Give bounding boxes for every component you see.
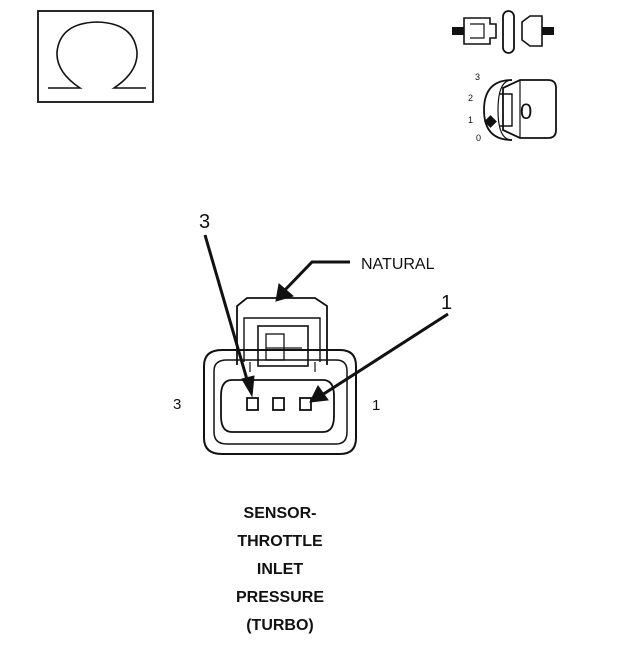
connector-side-left: 3 (173, 396, 181, 413)
caption-line: PRESSURE (235, 589, 325, 606)
caption-line: (TURBO) (246, 617, 314, 634)
connector-caption: SENSOR- THROTTLE INLET PRESSURE (TURBO) (180, 500, 380, 640)
pin-1-callout: 1 (441, 292, 452, 314)
ignition-position-0: 0 (476, 133, 481, 143)
caption-line: THROTTLE (237, 533, 323, 550)
pin-3-callout: 3 (199, 211, 210, 233)
pin-1-arrowhead (309, 385, 329, 403)
pin-cavity-3 (246, 397, 259, 411)
pin-3-leader (203, 234, 250, 384)
pin-1-leader (321, 312, 449, 397)
ohm-icon (37, 10, 154, 103)
pin-cavity-2 (272, 397, 285, 411)
connector-latch (236, 297, 328, 372)
ignition-position-1: 1 (468, 115, 473, 125)
natural-arrowhead (275, 283, 295, 302)
natural-callout: NATURAL (361, 256, 435, 273)
leader-lines (203, 234, 449, 403)
pin-cavity-1 (299, 397, 312, 411)
connector-side-right: 1 (372, 397, 380, 414)
ignition-position-3: 3 (475, 72, 480, 82)
natural-leader (282, 260, 350, 293)
disconnected-connector-icon (452, 10, 554, 54)
ignition-position-2: 2 (468, 93, 473, 103)
caption-line: SENSOR- (243, 505, 317, 522)
ignition-key-icon: 3 2 1 0 0 (468, 72, 557, 143)
ignition-key-label: 0 (520, 99, 532, 124)
caption-line: INLET (256, 561, 304, 578)
pin-3-arrowhead (241, 375, 255, 398)
